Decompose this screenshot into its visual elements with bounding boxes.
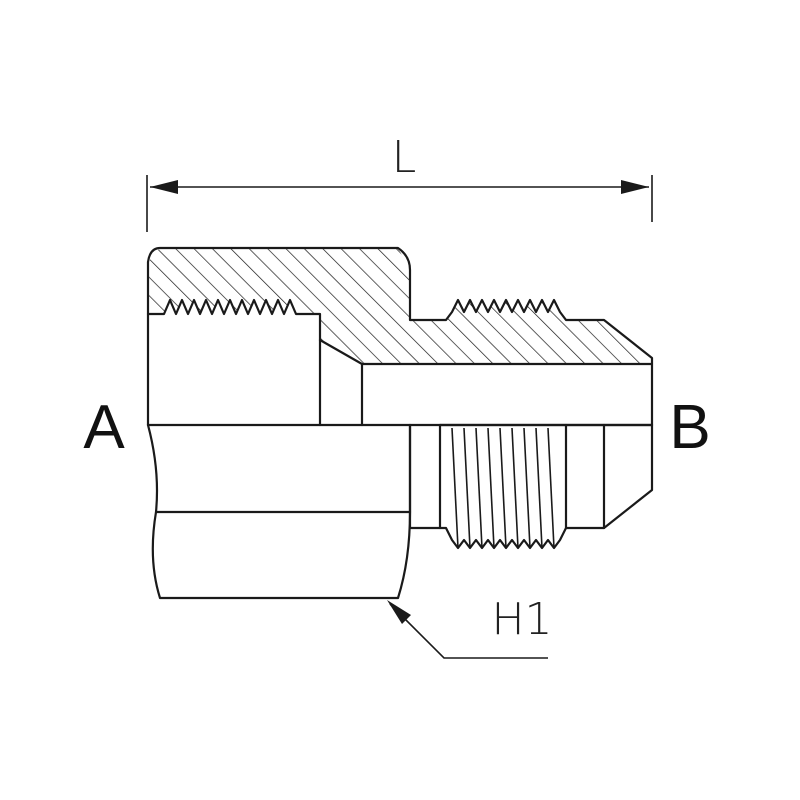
- female-thread-profile: [146, 298, 322, 427]
- hex-outline: [146, 423, 412, 600]
- length-dimension: L: [146, 132, 653, 232]
- length-label: L: [392, 132, 417, 183]
- end-a-label: A: [83, 393, 125, 462]
- section-hatching: [146, 246, 654, 427]
- hex-body: [146, 423, 412, 600]
- arrowhead-right: [621, 180, 649, 194]
- section-outline: [146, 246, 654, 427]
- male-end-outline: [408, 423, 442, 530]
- arrowhead-left: [150, 180, 178, 194]
- hex-size-leader: H1: [387, 594, 553, 659]
- end-b-label: B: [669, 393, 710, 462]
- male-flare-end: [408, 423, 654, 550]
- hex-size-label: H1: [491, 594, 552, 645]
- thread-crests: [451, 427, 555, 549]
- leader-line: [389, 603, 548, 659]
- male-thread-lower: [438, 423, 654, 550]
- leader-arrowhead: [387, 600, 411, 624]
